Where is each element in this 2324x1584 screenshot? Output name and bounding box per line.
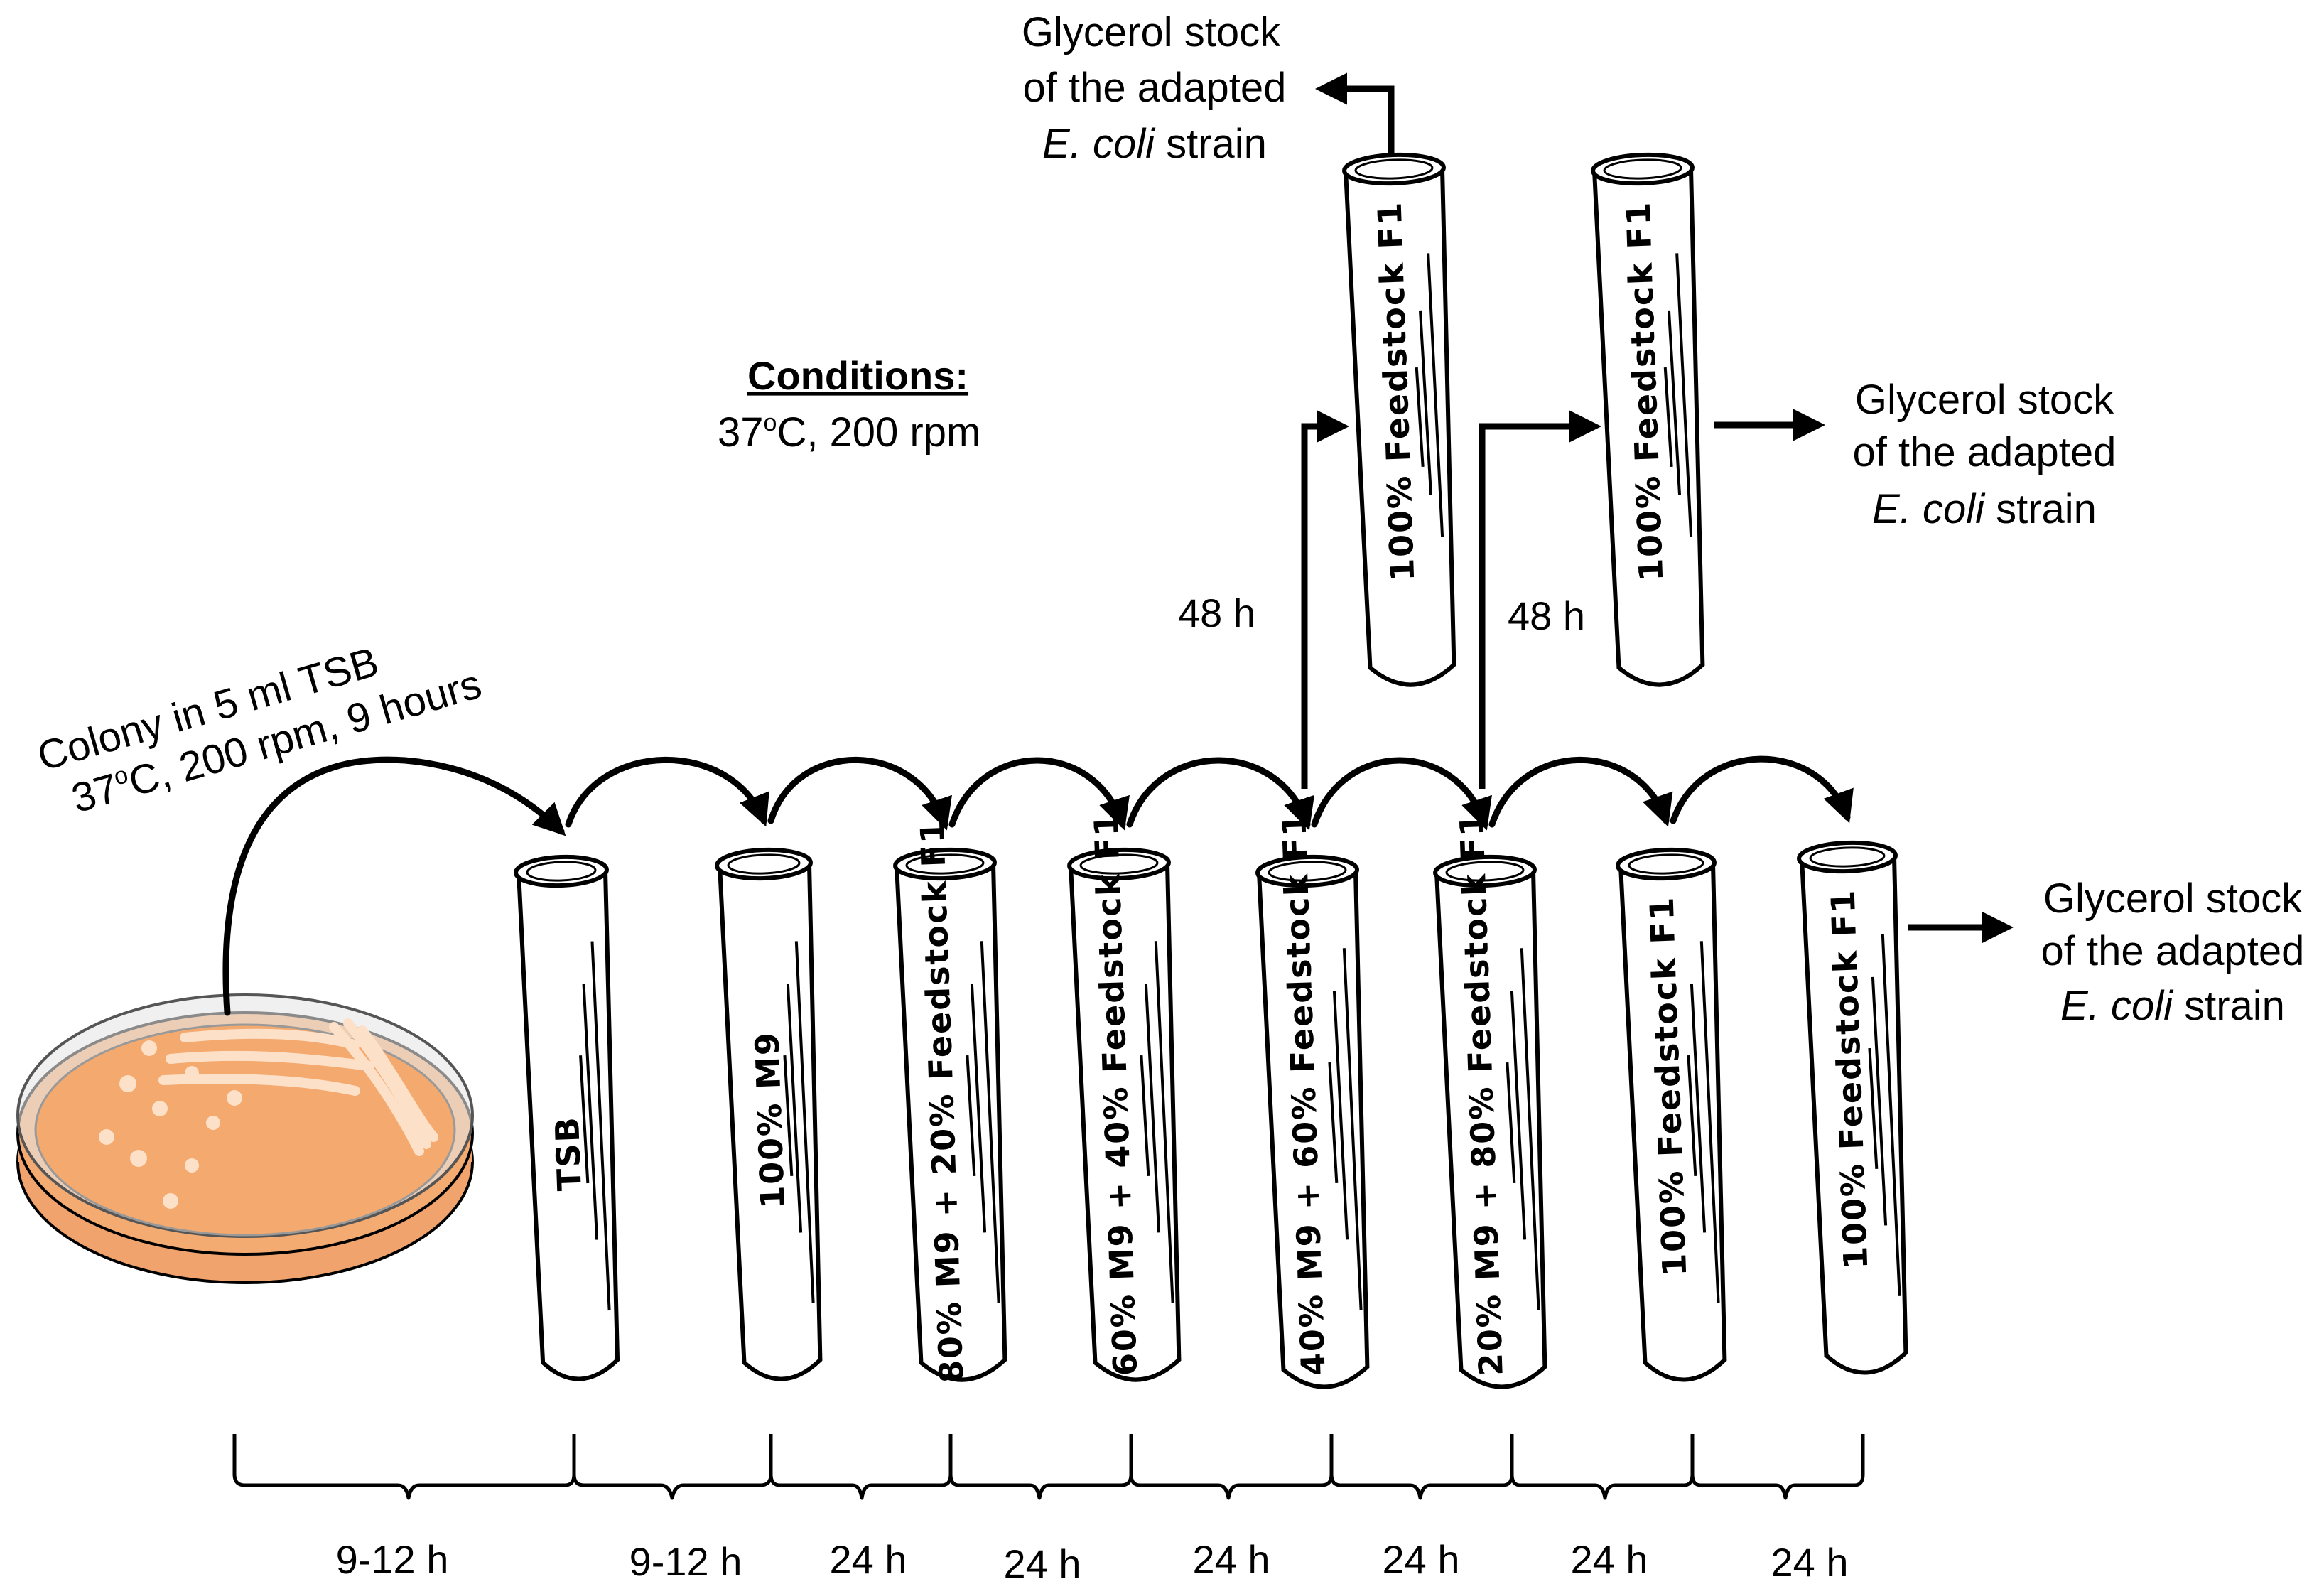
upper-tubes: 100% Feedstock F1 100% Feedstock F1	[1342, 152, 1705, 687]
svg-text:of the adapted: of the adapted	[2041, 928, 2305, 974]
duration-3: 24 h	[830, 1537, 907, 1582]
duration-1: 9-12 h	[336, 1537, 449, 1582]
tube-label: 100% M9	[747, 1030, 792, 1209]
side-duration-2: 48 h	[1508, 593, 1585, 638]
tube-80-m9-20-feedstock: 80% M9 + 20% Feedstock F1	[893, 819, 1007, 1384]
arrow-80-to-60	[948, 757, 1130, 831]
duration-6: 24 h	[1383, 1537, 1460, 1582]
arrow-tsb-to-m9	[565, 756, 769, 828]
timeline-durations: 9-12 h 9-12 h 24 h 24 h 24 h 24 h 24 h 2…	[336, 1537, 1849, 1584]
tube-20-m9-80-feedstock: 20% M9 + 80% Feedstock F1	[1433, 812, 1547, 1389]
tube-100-m9: 100% M9	[715, 847, 823, 1381]
svg-text:Glycerol stock: Glycerol stock	[1855, 377, 2114, 423]
arrow-to-upper-tube-2	[1479, 410, 1601, 789]
svg-text:E. coli strain: E. coli strain	[1872, 486, 2097, 532]
arrow-upper-1-to-glycerol	[1315, 72, 1395, 153]
svg-text:of the adapted: of the adapted	[1023, 65, 1287, 111]
conditions-values: 37oC, 200 rpm	[718, 409, 980, 456]
arrow-dish-to-tsb	[222, 756, 566, 1016]
side-duration-1: 48 h	[1178, 591, 1255, 635]
glycerol-label-right: Glycerol stock of the adapted E. coli st…	[1853, 377, 2117, 532]
upper-tube-1: 100% Feedstock F1	[1342, 152, 1456, 687]
svg-text:Glycerol stock: Glycerol stock	[1022, 9, 1281, 55]
svg-text:E. coli strain: E. coli strain	[2060, 983, 2285, 1029]
duration-7: 24 h	[1571, 1537, 1648, 1582]
glycerol-label-top: Glycerol stock of the adapted E. coli st…	[1022, 9, 1287, 167]
duration-8: 24 h	[1771, 1540, 1849, 1584]
colony-note: Colony in 5 ml TSB 37oC, 200 rpm, 9 hour…	[33, 638, 487, 821]
tube-100-feedstock-a: 100% Feedstock F1	[1616, 847, 1727, 1382]
duration-4: 24 h	[1004, 1541, 1081, 1584]
svg-text:of the adapted: of the adapted	[1853, 429, 2117, 475]
duration-5: 24 h	[1193, 1537, 1270, 1582]
timeline-braces	[232, 1434, 1865, 1500]
arrow-60-to-40	[1126, 757, 1314, 831]
tube-label: TSB	[548, 1115, 589, 1191]
upper-tube-2: 100% Feedstock F1	[1591, 152, 1705, 687]
tube-40-m9-60-feedstock: 40% M9 + 60% Feedstock F1	[1255, 812, 1370, 1389]
tube-60-m9-40-feedstock: 60% M9 + 40% Feedstock F1	[1067, 812, 1182, 1382]
svg-text:E. coli strain: E. coli strain	[1042, 121, 1267, 167]
lower-tubes: TSB 100% M9 80% M9 + 20% Feedstock F1 60…	[514, 812, 1908, 1389]
conditions-block: Conditions: 37oC, 200 rpm	[718, 353, 980, 456]
bacterial-streaks	[158, 1018, 438, 1156]
arrow-m9-to-80	[767, 756, 952, 831]
svg-text:Glycerol stock: Glycerol stock	[2043, 875, 2303, 922]
duration-2: 9-12 h	[629, 1539, 742, 1584]
conditions-title: Conditions:	[747, 353, 968, 398]
arrow-20-to-100a	[1488, 756, 1673, 828]
bacterial-colonies	[99, 1040, 242, 1209]
glycerol-label-bottom: Glycerol stock of the adapted E. coli st…	[2041, 875, 2305, 1029]
arrow-to-upper-tube-1	[1301, 410, 1349, 789]
arrow-40-to-20	[1311, 757, 1492, 831]
side-arrows	[1301, 72, 2014, 944]
petri-dish	[16, 993, 474, 1284]
tube-tsb: TSB	[514, 854, 620, 1381]
arrow-100a-to-100b	[1670, 755, 1854, 824]
tube-100-feedstock-b: 100% Feedstock F1	[1797, 840, 1908, 1375]
transfer-arrows	[222, 755, 1854, 1016]
